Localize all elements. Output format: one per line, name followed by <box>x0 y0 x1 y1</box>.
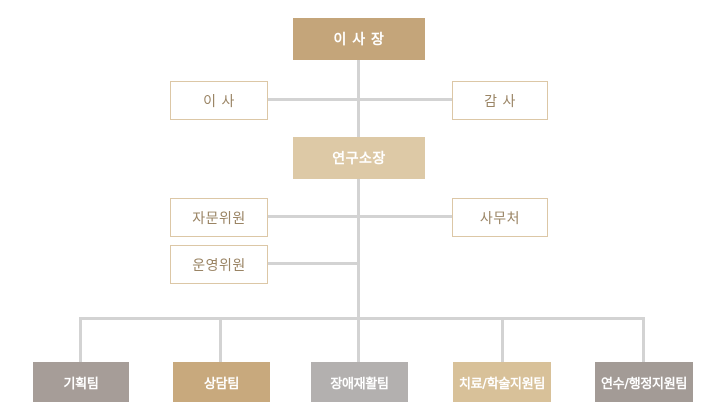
team-box-training-admin: 연수/행정지원팀 <box>595 362 693 402</box>
team-box-rehabilitation: 장애재활팀 <box>311 362 408 402</box>
advisory-committee-box: 자문위원 <box>170 198 268 237</box>
team-label: 기획팀 <box>63 376 99 392</box>
main-vertical-line <box>357 58 360 320</box>
team-box-planning: 기획팀 <box>33 362 129 402</box>
team-label: 연수/행정지원팀 <box>600 376 688 392</box>
team-connector-4 <box>501 317 504 362</box>
chairman-box: 이 사 장 <box>293 18 425 60</box>
team-label: 상담팀 <box>204 376 239 392</box>
advisory-committee-label: 자문위원 <box>192 210 246 227</box>
team-box-therapy-academic: 치료/학술지원팀 <box>453 362 551 402</box>
advisory-horizontal-line <box>268 215 452 218</box>
team-connector-3 <box>357 317 360 362</box>
secretariat-label: 사무처 <box>479 210 521 227</box>
directors-box: 이 사 <box>170 81 268 120</box>
team-box-counseling: 상담팀 <box>173 362 270 402</box>
secretariat-box: 사무처 <box>452 198 548 237</box>
auditor-box: 감 사 <box>452 81 548 120</box>
institute-director-label: 연구소장 <box>332 151 386 167</box>
team-connector-5 <box>642 317 645 362</box>
chairman-label: 이 사 장 <box>333 32 385 48</box>
steering-committee-label: 운영위원 <box>192 257 246 274</box>
steering-committee-box: 운영위원 <box>170 245 268 284</box>
teams-horizontal-line <box>79 317 645 320</box>
steering-horizontal-line <box>268 262 359 265</box>
team-label: 치료/학술지원팀 <box>458 376 546 392</box>
auditor-label: 감 사 <box>484 93 516 110</box>
team-connector-2 <box>219 317 222 362</box>
board-horizontal-line <box>268 98 452 101</box>
team-connector-1 <box>79 317 82 362</box>
directors-label: 이 사 <box>203 93 235 110</box>
team-label: 장애재활팀 <box>330 376 389 392</box>
institute-director-box: 연구소장 <box>293 137 425 179</box>
